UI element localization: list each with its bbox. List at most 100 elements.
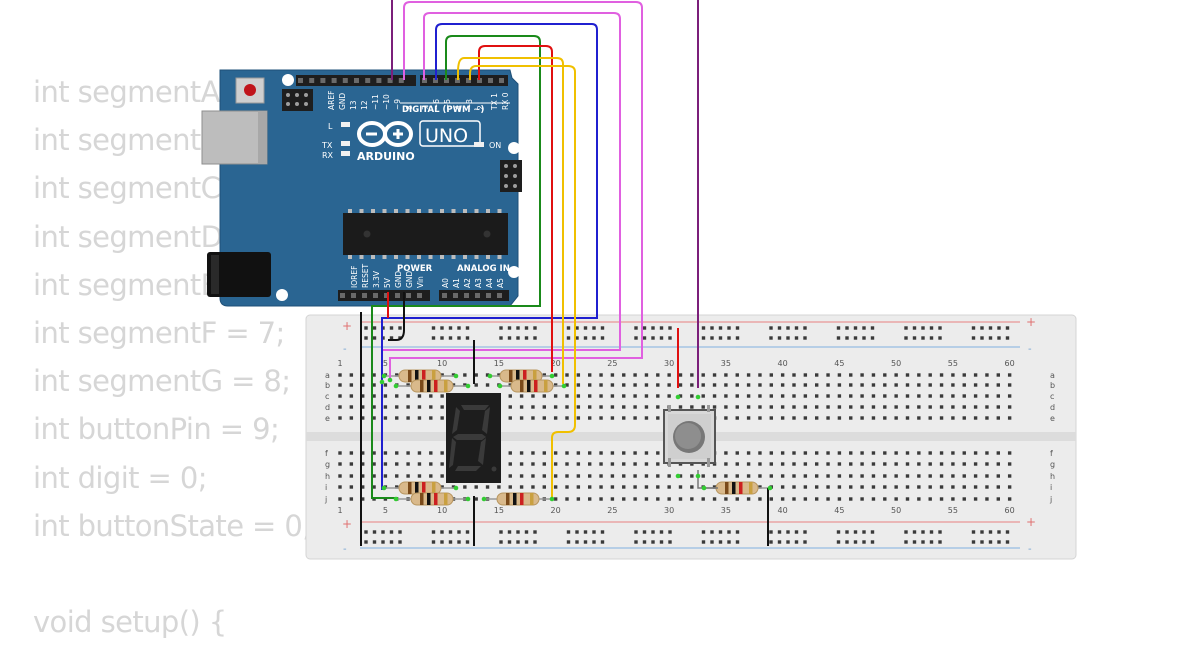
analog-pin[interactable]	[464, 293, 469, 298]
header-pin[interactable]	[365, 78, 371, 83]
breadboard-hole	[610, 405, 615, 409]
power-pin[interactable]	[373, 293, 378, 298]
breadboard-hole	[440, 416, 444, 420]
header-pin[interactable]	[320, 78, 326, 83]
header-pin[interactable]	[309, 78, 315, 83]
breadboard-hole	[565, 462, 569, 466]
header-pin[interactable]	[444, 78, 449, 83]
breadboard-hole	[599, 373, 603, 377]
power-pin[interactable]	[406, 293, 411, 298]
header-pin[interactable]	[387, 78, 393, 83]
breadboard-hole	[553, 394, 558, 398]
connection-dot	[387, 377, 393, 383]
resistor[interactable]	[396, 379, 468, 393]
rail-hole	[735, 530, 740, 534]
seven-segment-display[interactable]	[446, 393, 501, 483]
mounting-hole	[508, 142, 520, 154]
breadboard-hole	[815, 394, 819, 398]
power-pin[interactable]	[395, 293, 400, 298]
header-pin[interactable]	[331, 78, 337, 83]
rail-hole	[398, 540, 402, 544]
power-jack	[207, 252, 271, 297]
breadboard-hole	[338, 474, 342, 478]
breadboard-hole	[803, 416, 808, 420]
breadboard-hole	[451, 373, 456, 377]
rail-hole	[372, 530, 377, 534]
row-letter: f	[325, 449, 328, 458]
power-pin[interactable]	[417, 293, 422, 298]
chip-leg	[440, 209, 444, 213]
header-pin[interactable]	[422, 78, 427, 83]
wire-red-1	[478, 45, 553, 372]
column-number: 40	[778, 359, 788, 368]
power-pin[interactable]	[340, 293, 345, 298]
rail-hole	[592, 326, 596, 330]
power-pin[interactable]	[351, 293, 356, 298]
breadboard-hole	[849, 474, 853, 478]
breadboard-hole	[701, 373, 705, 377]
breadboard-hole	[735, 416, 739, 420]
breadboard-hole	[542, 416, 546, 420]
header-pin[interactable]	[354, 78, 359, 83]
rail-hole	[642, 540, 647, 544]
breadboard-hole	[383, 394, 388, 398]
header-pin[interactable]	[298, 78, 303, 83]
breadboard-hole	[815, 485, 819, 489]
resistor[interactable]	[500, 379, 564, 393]
rail-hole	[912, 540, 917, 544]
digital-pin-label: AREF	[327, 91, 336, 110]
breadboard-hole	[1007, 405, 1012, 409]
breadboard-hole	[985, 497, 989, 501]
analog-pin[interactable]	[442, 293, 447, 298]
rail-hole	[634, 336, 638, 340]
rail-hole	[938, 336, 942, 340]
reset-button-cap[interactable]	[244, 84, 256, 96]
breadboard-hole	[928, 394, 932, 398]
analog-pin[interactable]	[486, 293, 491, 298]
breadboard-hole	[576, 405, 581, 409]
resistor[interactable]	[490, 369, 552, 383]
breadboard-hole	[973, 383, 978, 387]
breadboard-hole	[395, 405, 399, 409]
analog-pin[interactable]	[497, 293, 502, 298]
rail-hole	[803, 530, 807, 534]
breadboard-hole	[519, 451, 524, 455]
header-pin[interactable]	[488, 78, 493, 83]
rail-hole	[836, 530, 841, 534]
breadboard-hole	[553, 497, 558, 501]
digital-header-pins[interactable]	[298, 78, 504, 83]
breadboard-hole	[565, 394, 569, 398]
header-pin[interactable]	[342, 78, 348, 83]
analog-pin[interactable]	[475, 293, 480, 298]
push-button[interactable]	[663, 405, 716, 467]
power-pin[interactable]	[362, 293, 367, 298]
rail-hole	[727, 326, 731, 330]
usb-port-edge	[258, 111, 267, 164]
header-pin[interactable]	[455, 78, 460, 83]
rail-hole	[381, 540, 385, 544]
header-pin[interactable]	[499, 78, 504, 83]
breadboard-hole	[349, 394, 354, 398]
resistor[interactable]	[704, 481, 770, 495]
analog-pin[interactable]	[453, 293, 458, 298]
resistor[interactable]	[484, 492, 552, 506]
header-pin[interactable]	[466, 78, 471, 83]
rail-hole	[845, 540, 849, 544]
wires[interactable]	[360, 0, 769, 546]
power-analog-pins[interactable]	[340, 293, 502, 298]
header-pin[interactable]	[376, 78, 382, 83]
column-number: 25	[607, 506, 617, 515]
resistor[interactable]	[384, 369, 456, 383]
breadboard-hole	[656, 462, 660, 466]
header-pin[interactable]	[477, 78, 482, 83]
header-pin[interactable]	[433, 78, 438, 83]
breadboard-hole	[758, 373, 762, 377]
resistor[interactable]	[396, 492, 468, 506]
resistors[interactable]	[384, 369, 770, 506]
power-pin[interactable]	[384, 293, 389, 298]
header-pin[interactable]	[398, 78, 404, 83]
breadboard-hole	[973, 416, 978, 420]
rail-hole	[1005, 540, 1010, 544]
breadboard-hole	[338, 451, 342, 455]
